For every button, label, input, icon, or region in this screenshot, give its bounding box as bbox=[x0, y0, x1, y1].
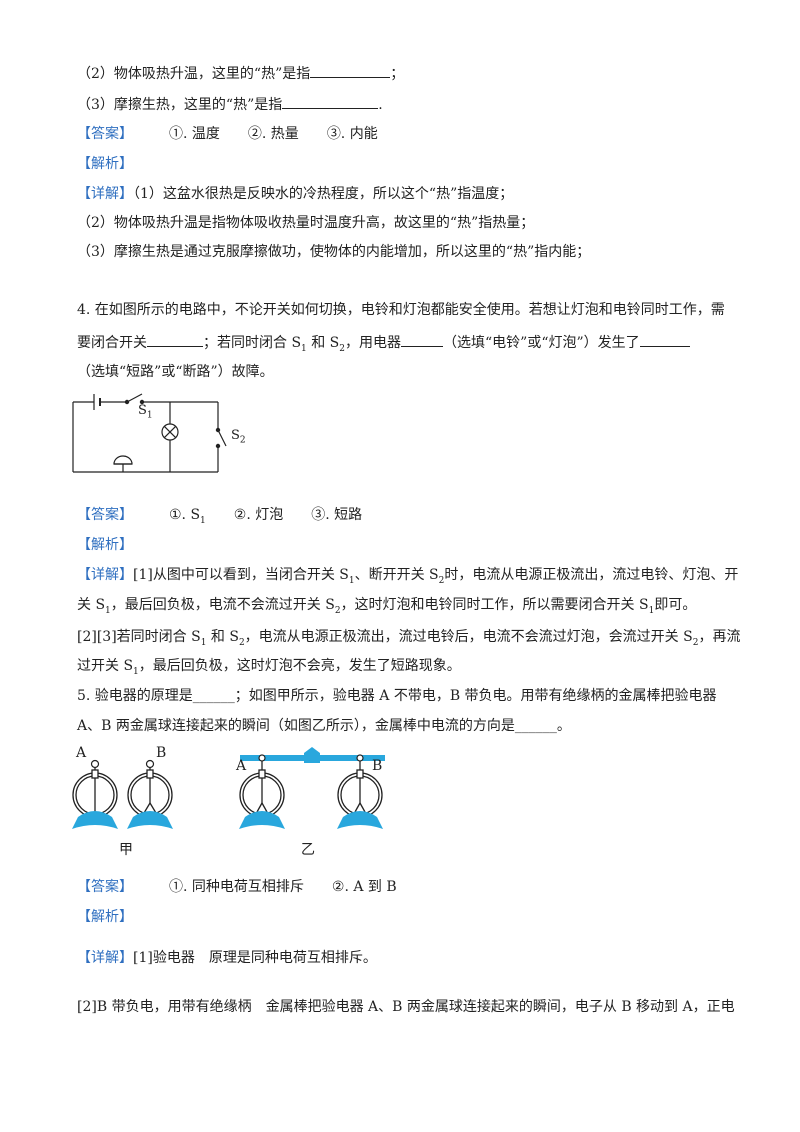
electroscope-figure-jia bbox=[72, 759, 173, 829]
switch-s2 bbox=[217, 429, 227, 447]
label-b-jia: B bbox=[156, 745, 167, 761]
ball-b bbox=[145, 759, 155, 769]
blank bbox=[282, 93, 379, 109]
caption-yi: 乙 bbox=[301, 842, 315, 858]
q4-detail-4: 过开关 S1，最后回负极，这时灯泡不会亮，发生了短路现象。 bbox=[77, 658, 461, 677]
q4-detail-2: 关 S1，最后回负极，电流不会流过开关 S2，这时灯泡和电铃同时工作，所以需要闭… bbox=[77, 597, 697, 616]
blank bbox=[310, 62, 391, 78]
q5-analysis-tag: 【解析】 bbox=[77, 909, 133, 925]
stand-a bbox=[239, 811, 285, 829]
stand-b bbox=[127, 811, 173, 829]
label-b-yi: B bbox=[372, 758, 383, 774]
q5-detail-2: [2]B 带负电，用带有绝缘柄 金属棒把验电器 A、B 两金属球连接起来的瞬间，… bbox=[77, 999, 735, 1015]
q4-stem-1: 4. 在如图所示的电路中，不论开关如何切换，电铃和灯泡都能安全使用。若想让灯泡和… bbox=[77, 302, 725, 318]
q5-detail-1: 【详解】[1]验电器 原理是同种电荷互相排斥。 bbox=[77, 950, 377, 966]
label-s2: S2 bbox=[231, 428, 246, 446]
stand-b bbox=[337, 811, 383, 829]
electroscope-figure-yi bbox=[239, 747, 385, 829]
q4-stem-3: （选填“短路”或“断路”）故障。 bbox=[77, 364, 274, 380]
q3-detail-1: 【详解】（1）这盆水很热是反映水的冷热程度，所以这个“热”指温度； bbox=[77, 186, 514, 202]
q5-stem-1: 5. 验电器的原理是______；如图甲所示，验电器 A 不带电，B 带负电。用… bbox=[77, 688, 717, 704]
q3-line-2: （2）物体吸热升温，这里的“热”是指； bbox=[77, 62, 404, 84]
blank bbox=[639, 331, 690, 347]
insulated-handle bbox=[304, 747, 320, 763]
q3-analysis-tag: 【解析】 bbox=[77, 156, 133, 172]
q4-analysis-tag: 【解析】 bbox=[77, 537, 133, 553]
leaf-b bbox=[143, 802, 151, 814]
label-a-yi: A bbox=[236, 758, 247, 774]
q5-stem-2: A、B 两金属球连接起来的瞬间（如图乙所示），金属棒中电流的方向是______。 bbox=[77, 718, 571, 734]
stand-a bbox=[72, 811, 118, 829]
q4-stem-2: 要闭合开关；若同时闭合 S1 和 S2，用电器（选填“电铃”或“灯泡”）发生了 bbox=[77, 331, 690, 359]
ball-a bbox=[90, 759, 100, 769]
label-s1: S1 bbox=[138, 403, 153, 421]
q4-detail-1: 【详解】[1]从图中可以看到，当闭合开关 S1、断开开关 S2时，电流从电源正极… bbox=[77, 567, 739, 586]
label-a-jia: A bbox=[76, 745, 87, 761]
blank bbox=[401, 331, 444, 347]
q4-detail-3: [2][3]若同时闭合 S1 和 S2，电流从电源正极流出，流过电铃后，电流不会… bbox=[77, 629, 741, 648]
blank bbox=[147, 331, 203, 347]
bell bbox=[113, 455, 133, 465]
switch-s1 bbox=[126, 393, 143, 403]
circuit-diagram bbox=[72, 393, 227, 473]
q3-detail-3: （3）摩擦生热是通过克服摩擦做功，使物体的内能增加，所以这里的“热”指内能； bbox=[77, 244, 591, 260]
q3-detail-2: （2）物体吸热升温是指物体吸收热量时温度升高，故这里的“热”指热量； bbox=[77, 215, 535, 231]
q3-line-3: （3）摩擦生热，这里的“热”是指. bbox=[77, 93, 383, 115]
caption-jia: 甲 bbox=[119, 842, 133, 858]
